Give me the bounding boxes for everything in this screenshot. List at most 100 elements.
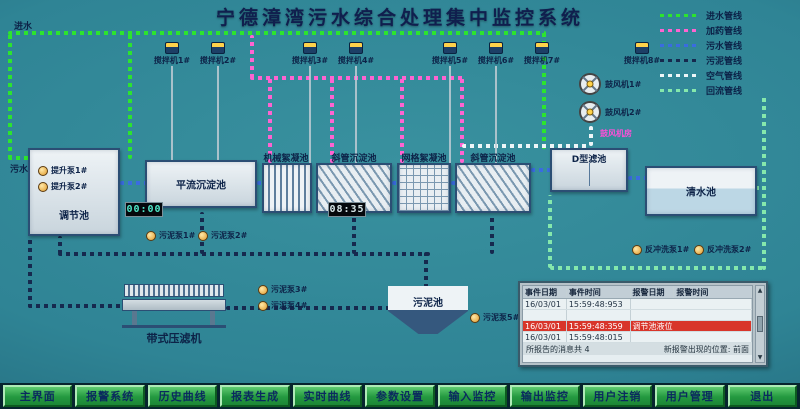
scroll-thumb[interactable] [757,316,763,332]
tank-regulation[interactable]: 调节池 [28,148,120,236]
tank-d-filter[interactable]: D型滤池 [550,148,628,192]
alarm-row-active[interactable]: 16/03/01 15:59:48:359 调节池液位 [523,321,752,332]
pipe-inlet-left [8,31,12,159]
pipe-inlet-main [8,31,546,35]
nav-main-screen[interactable]: 主界面 [3,385,73,407]
pipe-dosing-feed [250,35,254,78]
tank-tube-sed-1-label: 斜管沉淀池 [331,154,377,164]
belt-leg [210,311,215,325]
alarm-cell: 16/03/01 [523,321,567,331]
pump-backwash-1[interactable]: 反冲洗泵1# [632,244,689,255]
blower-2[interactable]: 鼓风机2# [578,100,641,124]
mixer-shaft [309,66,311,163]
tank-mech-floc[interactable] [262,163,312,213]
mixer-5[interactable]: 搅拌机5# [428,42,472,66]
pump-icon[interactable] [694,244,704,255]
mixer-icon[interactable] [165,42,179,54]
mixer-icon[interactable] [535,42,549,54]
pump-icon[interactable] [470,312,480,323]
mixer-7[interactable]: 搅拌机7# [520,42,564,66]
mixer-icon[interactable] [489,42,503,54]
mixer-icon[interactable] [211,42,225,54]
mixer-icon[interactable] [303,42,317,54]
legend-item: 污泥管线 [660,53,766,68]
pipe-inlet-to-tank [8,156,30,160]
pump-lift-2[interactable]: 提升泵2# [38,181,87,192]
pump-icon[interactable] [258,300,268,311]
pump-icon[interactable] [146,230,156,241]
pump-label: 污泥泵1# [159,231,196,240]
mixer-icon[interactable] [349,42,363,54]
alarm-cell [523,310,567,320]
nav-realtime-curve[interactable]: 实时曲线 [292,385,363,407]
belt-filter-press[interactable]: 带式压滤机 [122,282,226,346]
blower-1[interactable]: 鼓风机1# [578,72,641,96]
fan-icon[interactable] [578,72,602,96]
mixer-label: 搅拌机6# [477,56,515,65]
mixer-icon[interactable] [635,42,649,54]
pump-backwash-2[interactable]: 反冲洗泵2# [694,244,751,255]
nav-exit[interactable]: 退出 [727,385,797,407]
alarm-cell: 15:59:48:359 [567,321,631,331]
mixer-8[interactable]: 搅拌机8# [620,42,664,66]
mixer-label: 搅拌机7# [523,56,561,65]
pump-icon[interactable] [198,230,208,241]
pump-sludge-1[interactable]: 污泥泵1# [146,230,195,241]
tank-sludge[interactable]: 污泥池 [388,286,468,344]
nav-input-monitor[interactable]: 输入监控 [437,385,508,407]
alarm-position-info: 新报警出现的位置: 前面 [663,344,749,354]
belt-press-label: 带式压滤机 [146,332,202,345]
nav-user-manage[interactable]: 用户管理 [655,385,725,407]
mixer-6[interactable]: 搅拌机6# [474,42,518,66]
alarm-scrollbar[interactable]: ▲ ▼ [755,285,765,363]
pump-sludge-3[interactable]: 污泥泵3# [258,284,307,295]
alarm-row[interactable]: 16/03/01 15:59:48:953 [523,299,752,310]
nav-report-generate[interactable]: 报表生成 [220,385,290,407]
legend-label: 加药管线 [706,27,743,37]
mixer-icon[interactable] [443,42,457,54]
pipe-sludge-sed2 [352,215,356,254]
tank-grid-floc[interactable] [397,163,451,213]
blower-label: 鼓风机2# [605,107,642,117]
tank-sludge-label: 污泥池 [413,298,443,309]
mixer-2[interactable]: 搅拌机2# [196,42,240,66]
nav-param-settings[interactable]: 参数设置 [365,385,435,407]
pump-icon[interactable] [38,181,48,192]
alarm-summary: 所报告的消息共 4 [526,344,590,354]
tank-tube-sed-2[interactable] [455,163,531,213]
nav-alarm-system[interactable]: 报警系统 [75,385,145,407]
pump-sludge-2[interactable]: 污泥泵2# [198,230,247,241]
scroll-down-icon[interactable]: ▼ [757,354,763,361]
page-title: 宁德漳湾污水综合处理集中监控系统 [215,7,584,29]
alarm-header-cell: 事件时间 [567,286,631,298]
belt-body [122,299,226,311]
nav-user-logout[interactable]: 用户注销 [582,385,653,407]
tank-clear-water[interactable]: 清水池 [645,166,757,216]
nav-history-curve[interactable]: 历史曲线 [147,385,218,407]
alarm-row[interactable] [523,310,752,321]
pipe-air-main [462,144,590,148]
mixer-1[interactable]: 搅拌机1# [150,42,194,66]
pump-sludge-4[interactable]: 污泥泵4# [258,300,307,311]
mixer-shaft [495,66,497,163]
belt-rollers [124,284,224,297]
mixer-4[interactable]: 搅拌机4# [334,42,378,66]
fan-icon[interactable] [578,100,602,124]
mixer-label: 搅拌机5# [431,56,469,65]
nav-output-monitor[interactable]: 输出监控 [510,385,580,407]
alarm-table: 事件日期 事件时间 报警日期 报警时间 16/03/01 15:59:48:95… [522,285,753,363]
pump-lift-1[interactable]: 提升泵1# [38,165,87,176]
alarm-cell: 调节池液位 [631,321,752,331]
tank-horizontal-sedimentation[interactable]: 平流沉淀池 [145,160,257,208]
scroll-up-icon[interactable]: ▲ [757,287,763,294]
pump-icon[interactable] [38,165,48,176]
pipe-backwash-bottom [550,266,764,270]
pump-sludge-5[interactable]: 污泥泵5# [470,312,519,323]
pump-icon[interactable] [258,284,268,295]
pump-icon[interactable] [632,244,642,255]
mixer-3[interactable]: 搅拌机3# [288,42,332,66]
tank-grid-floc-label: 网格絮凝池 [401,154,447,164]
legend-label: 进水管线 [706,12,743,22]
alarm-row[interactable]: 16/03/01 15:59:48:015 [523,332,752,343]
legend-label: 空气管线 [706,72,743,82]
